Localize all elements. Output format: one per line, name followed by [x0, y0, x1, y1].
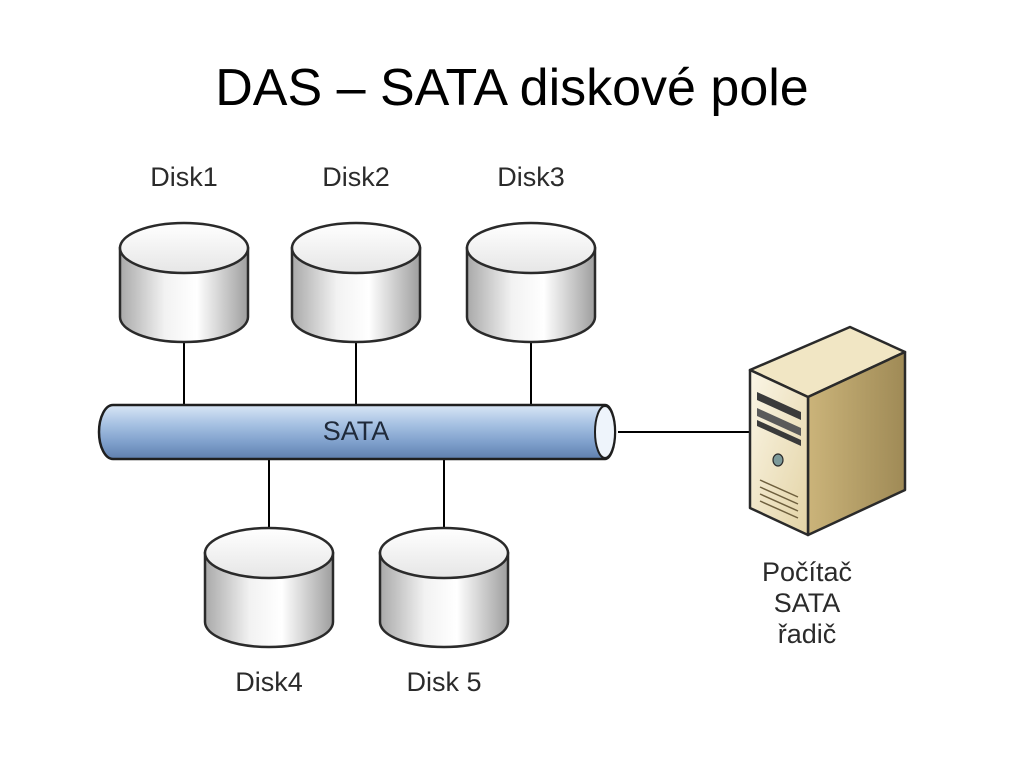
disk5-label: Disk 5 [406, 667, 482, 697]
disk2-icon [290, 221, 422, 344]
disk1-label: Disk1 [150, 162, 218, 192]
disk2-label: Disk2 [322, 162, 390, 192]
slide-title: DAS – SATA diskové pole [215, 59, 809, 117]
disk4-label: Disk4 [235, 667, 303, 697]
computer-label: Počítač SATA řadič [747, 557, 867, 650]
disk5-icon [378, 526, 510, 649]
computer-label-line2: SATA řadič [773, 588, 841, 650]
disk4-icon [203, 526, 335, 649]
computer-label-line1: Počítač [761, 557, 853, 587]
computer-tower-icon [748, 325, 907, 537]
disk1-icon [118, 221, 250, 344]
sata-bus [97, 403, 617, 461]
disk3-label: Disk3 [497, 162, 565, 192]
sata-bus-label: SATA [322, 416, 390, 446]
disk3-icon [465, 221, 597, 344]
